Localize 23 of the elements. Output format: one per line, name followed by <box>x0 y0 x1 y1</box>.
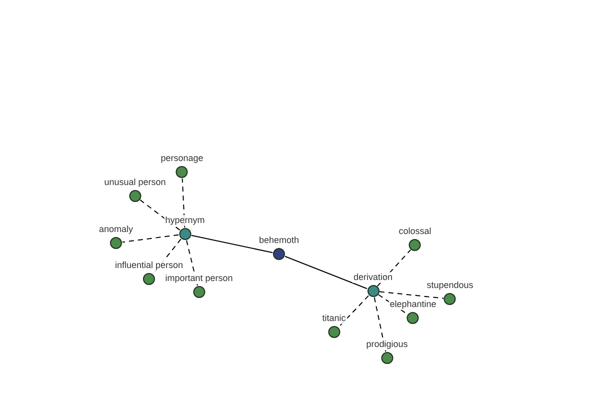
node-label: behemoth <box>258 235 300 246</box>
node-label: important person <box>164 273 234 284</box>
dashed-line <box>122 234 180 243</box>
node-label: hypernym <box>164 215 206 226</box>
node-label: titanic <box>321 313 347 324</box>
dashed-line <box>140 199 180 231</box>
node-label: derivation <box>352 272 394 283</box>
node-label: influential person <box>114 260 184 271</box>
connector-line <box>190 234 274 254</box>
node-label: elephantine <box>388 299 438 310</box>
dashed-line <box>376 249 412 287</box>
dashed-line <box>338 295 370 328</box>
node-label: prodigious <box>365 339 409 350</box>
node-label: anomaly <box>98 224 134 235</box>
node-label: stupendous <box>426 280 474 291</box>
dashed-line <box>186 240 198 286</box>
dashed-line <box>182 178 186 228</box>
node-label: personage <box>160 153 204 164</box>
node-label: colossal <box>398 226 432 237</box>
node-label: unusual person <box>103 177 167 188</box>
dashed-line <box>378 291 444 299</box>
connector-line <box>284 256 368 290</box>
dashed-line <box>374 296 386 352</box>
